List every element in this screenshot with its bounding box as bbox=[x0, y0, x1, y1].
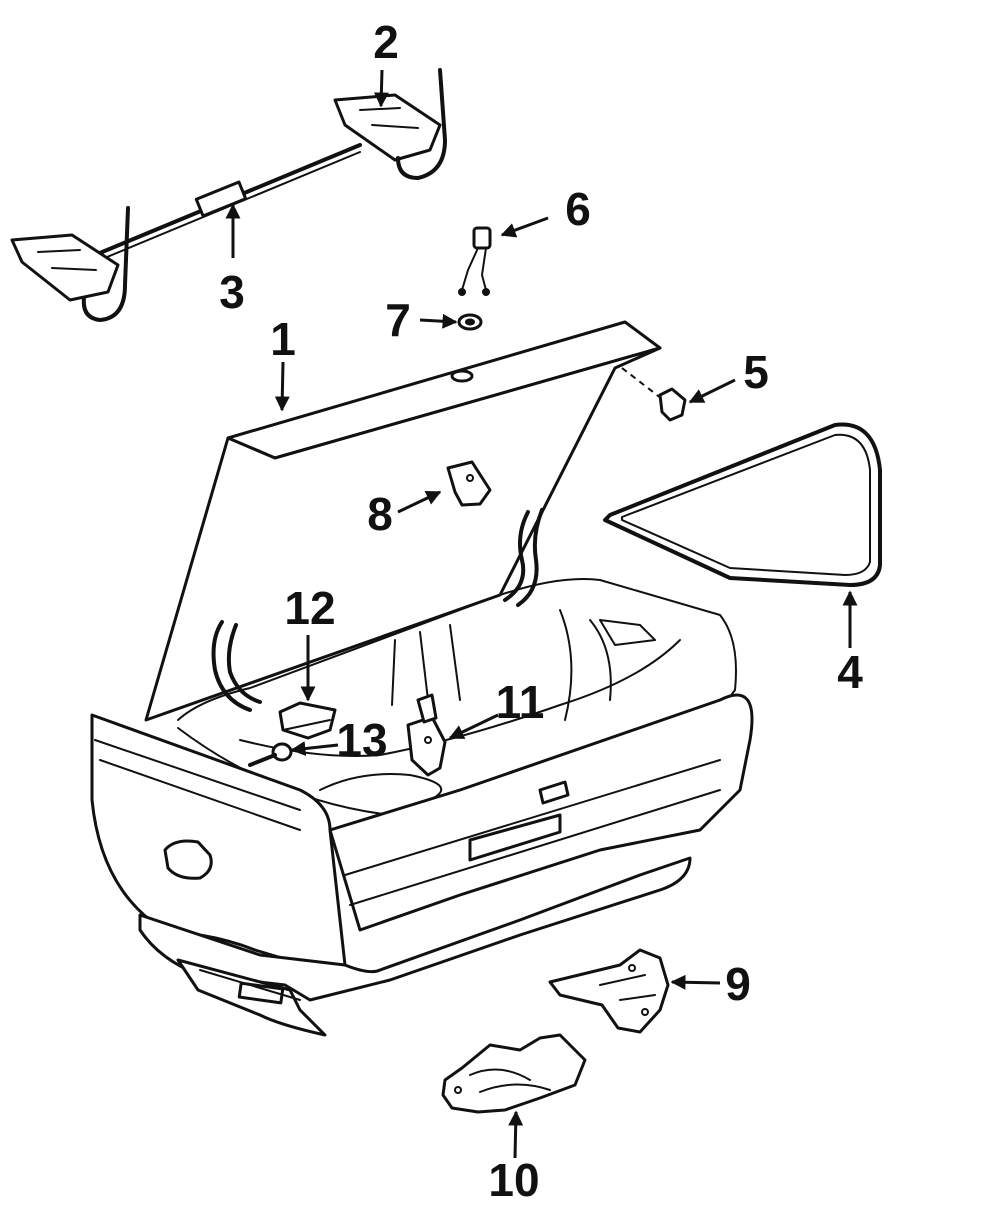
callout-11: 11 bbox=[496, 676, 545, 728]
leader-arrows bbox=[225, 69, 858, 1159]
lock-cylinder-assembly bbox=[457, 226, 492, 331]
torsion-rod-assembly bbox=[10, 68, 447, 322]
lid-hinge-upper bbox=[548, 948, 670, 1034]
trunk-lamp bbox=[278, 701, 337, 740]
callout-13: 13 bbox=[336, 714, 387, 766]
weatherstrip bbox=[603, 422, 882, 587]
lid-bolt bbox=[658, 387, 687, 422]
callout-9: 9 bbox=[725, 958, 751, 1010]
lock-striker bbox=[406, 693, 447, 777]
callout-10: 10 bbox=[488, 1154, 539, 1205]
callout-12: 12 bbox=[284, 582, 335, 634]
callout-1: 1 bbox=[270, 313, 296, 365]
callout-6: 6 bbox=[565, 183, 591, 235]
callout-3: 3 bbox=[219, 266, 245, 318]
callout-8: 8 bbox=[367, 488, 393, 540]
rear-body bbox=[90, 508, 754, 1037]
callout-2: 2 bbox=[373, 16, 399, 68]
trunk-lid bbox=[144, 320, 662, 722]
lid-hinge-lower bbox=[441, 1033, 587, 1114]
callout-5: 5 bbox=[743, 346, 769, 398]
callout-4: 4 bbox=[837, 646, 863, 698]
callout-labels: 1 2 3 4 5 6 7 8 9 10 11 12 13 bbox=[219, 16, 863, 1205]
callout-7: 7 bbox=[385, 294, 411, 346]
